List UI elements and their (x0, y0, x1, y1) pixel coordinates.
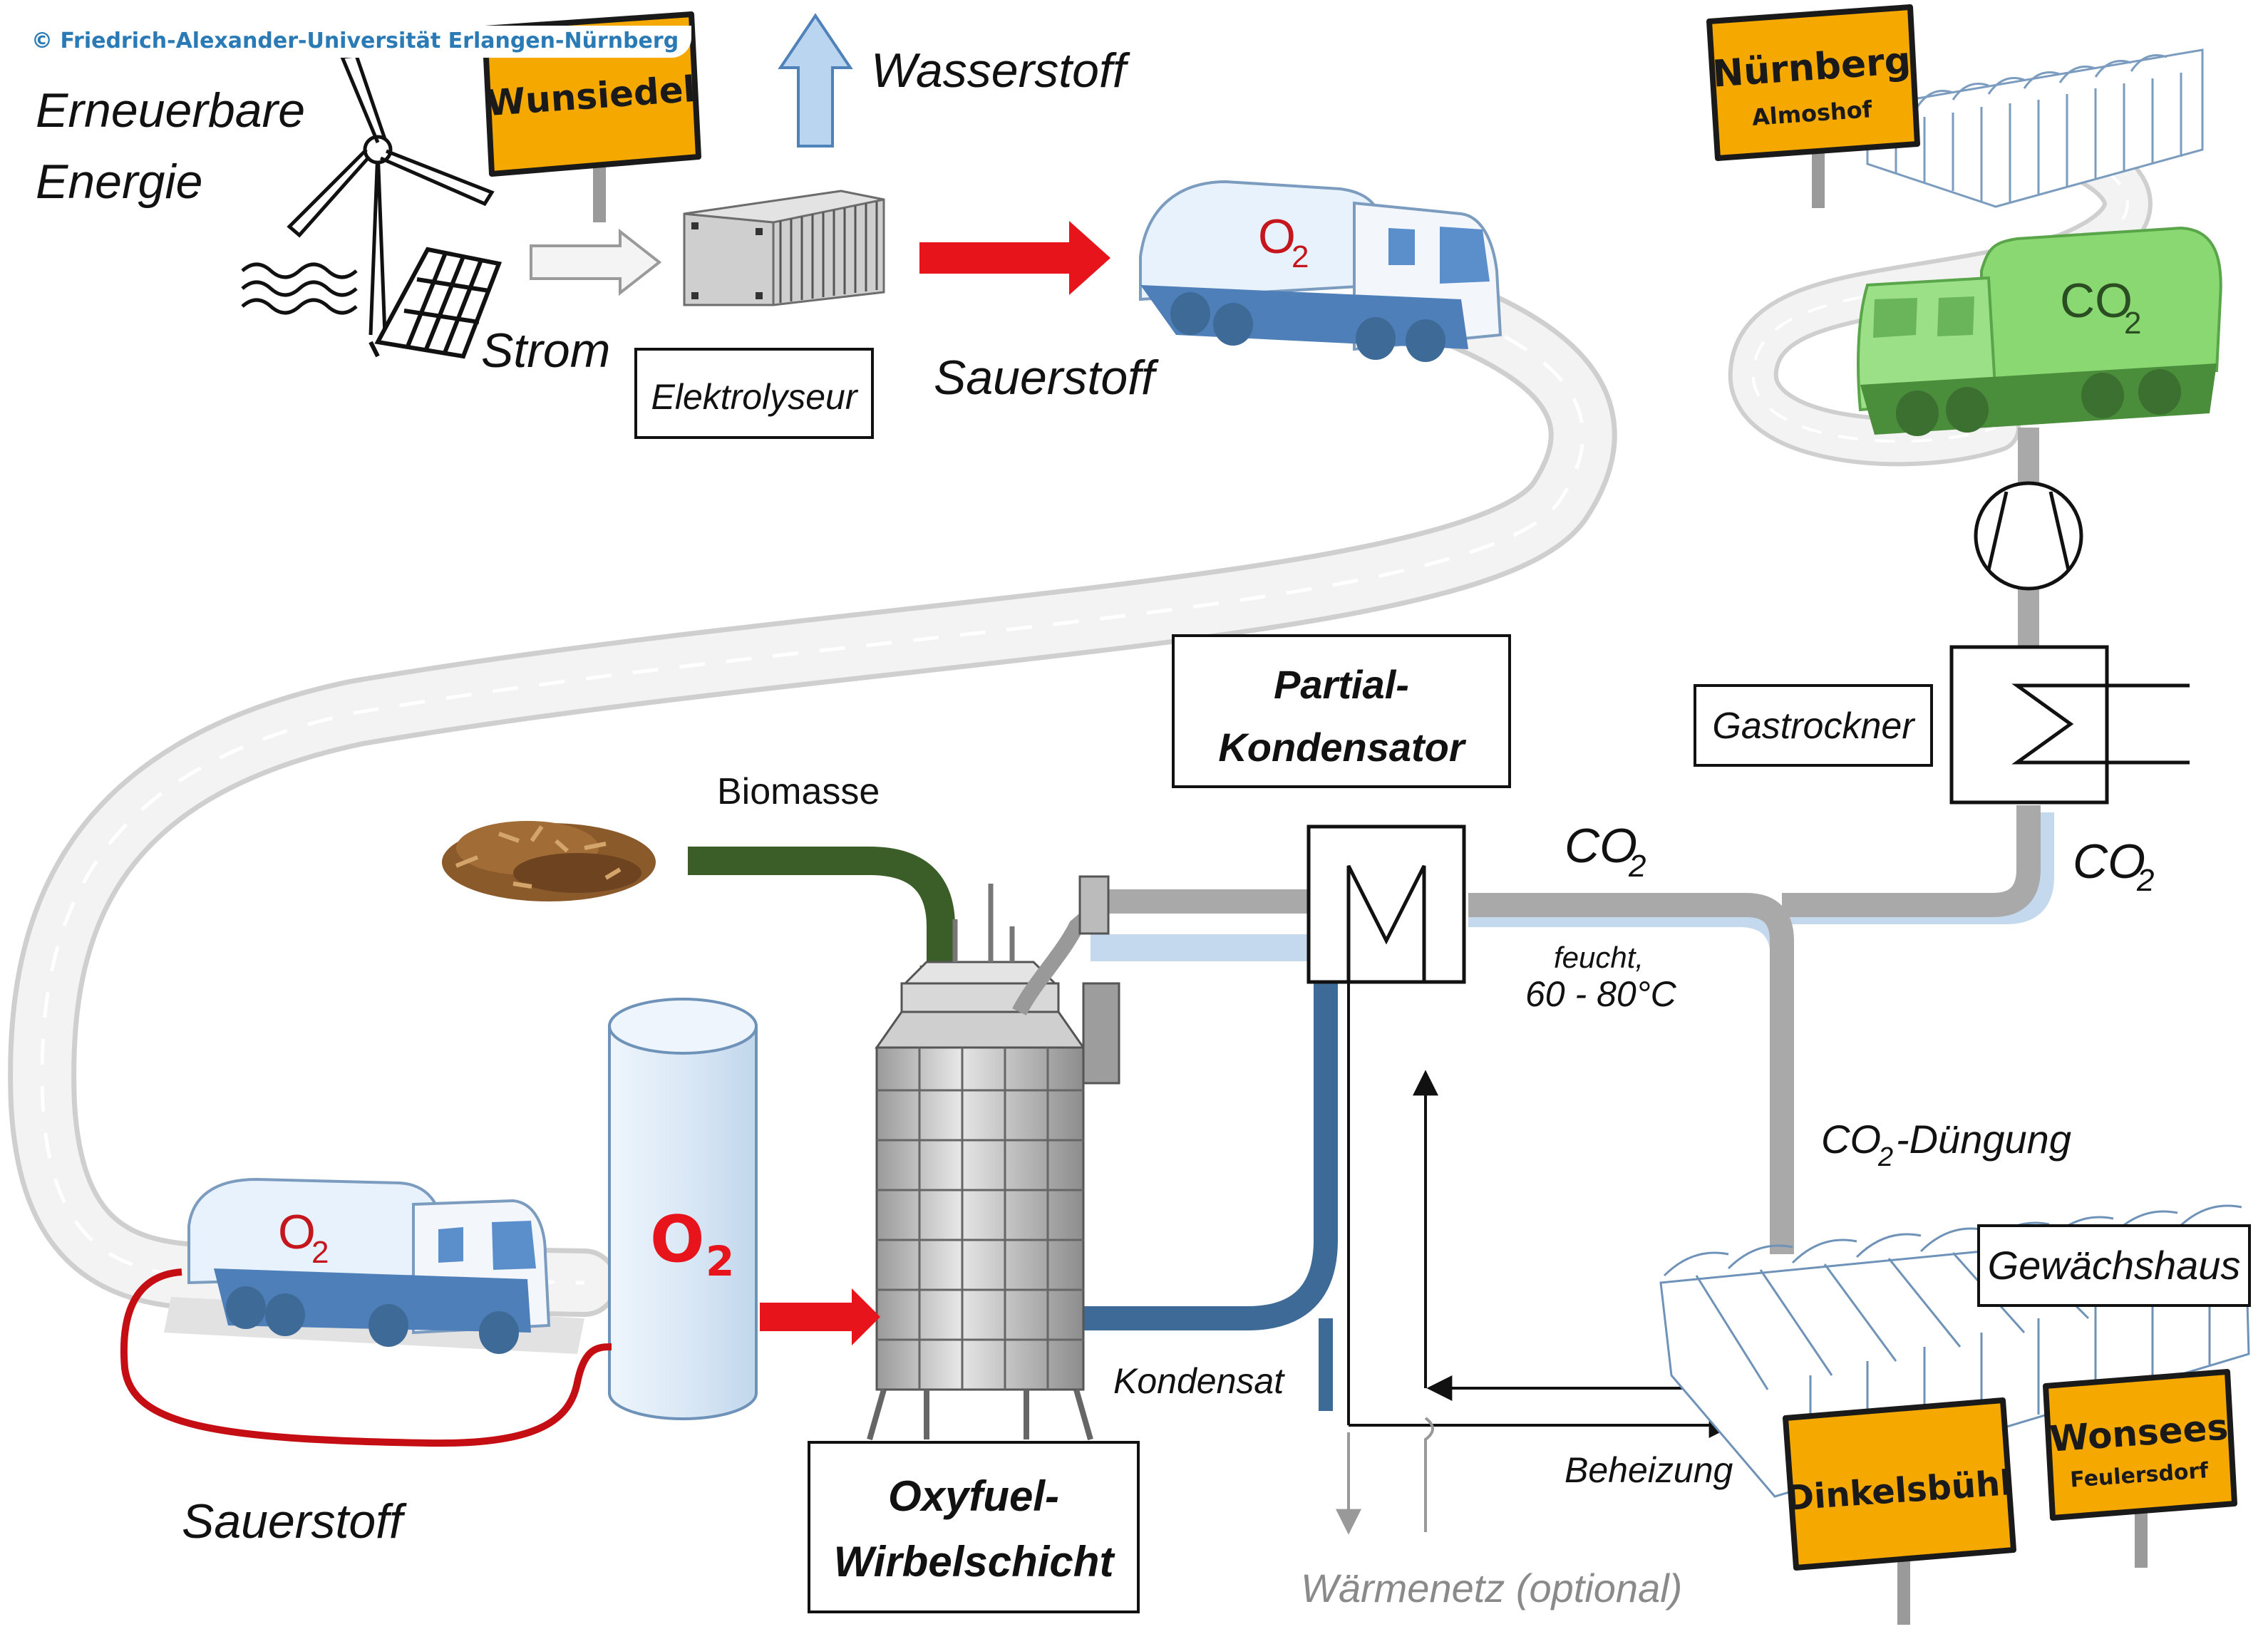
condensate-label: Kondensat (1113, 1361, 1285, 1401)
co2-pipe-right (1468, 893, 1794, 1254)
oxyfuel-reactor-icon (867, 875, 1120, 1441)
oxyfuel-label-line1: Oxyfuel- (888, 1472, 1059, 1520)
sign-wonsees: Wonsees Feulersdorf (2043, 1369, 2237, 1568)
power-arrow (530, 228, 662, 296)
partial-condenser-icon (1306, 824, 1466, 984)
condenser-box (1172, 634, 1511, 788)
co2-fertilization-pre: CO (1821, 1117, 1881, 1162)
copyright-notice: © Friedrich-Alexander-Universität Erlang… (27, 26, 692, 58)
truck-co2-sub: 2 (2124, 306, 2141, 341)
oxygen-arrow-bottom (760, 1288, 880, 1345)
solar-panel-icon (368, 247, 502, 359)
co2-fertilization-sub: 2 (1877, 1142, 1893, 1172)
sign-dinkelsbuehl: Dinkelsbühl (1783, 1397, 2016, 1625)
gas-dryer-label: Gastrockner (1712, 705, 1916, 747)
electrolyser-box (634, 348, 874, 439)
truck-top-o2: O 2 (1139, 180, 1502, 362)
truck-bottom-o2: O 2 (164, 1177, 584, 1354)
wood-chips-icon (442, 821, 656, 901)
renewable-label-line2: Energie (36, 155, 202, 209)
heating-label: Beheizung (1565, 1450, 1733, 1490)
co2-mid-sub: 2 (1628, 849, 1646, 884)
heat-network-label: Wärmenetz (optional) (1301, 1566, 1682, 1610)
hydrogen-label: Wasserstoff (871, 43, 1130, 98)
wave-icon (241, 262, 358, 315)
oxygen-transfer-line (120, 1268, 612, 1447)
humid-label-line2: 60 - 80°C (1525, 974, 1677, 1014)
condenser-label-line2: Kondensator (1218, 725, 1467, 770)
gas-dryer-box (1694, 684, 1933, 767)
co2-right-label: CO (2073, 834, 2145, 889)
humid-label-line1: feucht, (1554, 941, 1644, 974)
wind-turbine-icon (287, 53, 495, 336)
heat-exchanger-icon (1949, 645, 2190, 805)
hydrogen-arrow (778, 13, 853, 148)
truck-co2: CO 2 (1857, 226, 2222, 436)
sign-nuernberg: Nürnberg Almoshof (1706, 4, 1920, 208)
truck-top-o2-label: O (1258, 210, 1296, 264)
renewable-label-line1: Erneuerbare (36, 83, 305, 138)
oxygen-arrow-top (919, 221, 1110, 295)
co2-right-sub: 2 (2136, 863, 2154, 898)
humid-pipe-upper (1782, 812, 2054, 924)
oxyfuel-box (808, 1441, 1140, 1613)
truck-bottom-o2-label: O (278, 1205, 316, 1259)
oxygen-label-top: Sauerstoff (934, 351, 1159, 405)
condensate-pipe (1069, 983, 1338, 1330)
tank-o2-sub: 2 (706, 1237, 734, 1286)
electrolyser-icon (683, 190, 885, 306)
road-main (8, 265, 1617, 1317)
co2-mid-label: CO (1565, 819, 1637, 873)
truck-bottom-o2-sub: 2 (311, 1235, 329, 1270)
condenser-label-line1: Partial- (1274, 662, 1409, 707)
greenhouse-box (1977, 1224, 2251, 1307)
truck-co2-label: CO (2060, 274, 2133, 328)
compressor-icon (1974, 481, 2083, 591)
biomass-label: Biomasse (717, 771, 880, 812)
oxyfuel-label-line2: Wirbelschicht (834, 1538, 1116, 1586)
biomass-pipe (688, 847, 955, 969)
electrolyser-label: Elektrolyseur (651, 377, 859, 417)
oxygen-tank: O 2 (608, 998, 758, 1420)
heat-network-in (1424, 1417, 1434, 1532)
tank-o2-label: O (650, 1202, 705, 1277)
oxygen-label-bottom: Sauerstoff (182, 1494, 407, 1548)
co2-pipe-dryer (1782, 805, 2041, 917)
truck-top-o2-sub: 2 (1292, 239, 1309, 274)
power-label: Strom (481, 324, 610, 378)
greenhouse-label: Gewächshaus (1988, 1243, 2241, 1288)
co2-fertilization-post: -Düngung (1896, 1117, 2071, 1162)
